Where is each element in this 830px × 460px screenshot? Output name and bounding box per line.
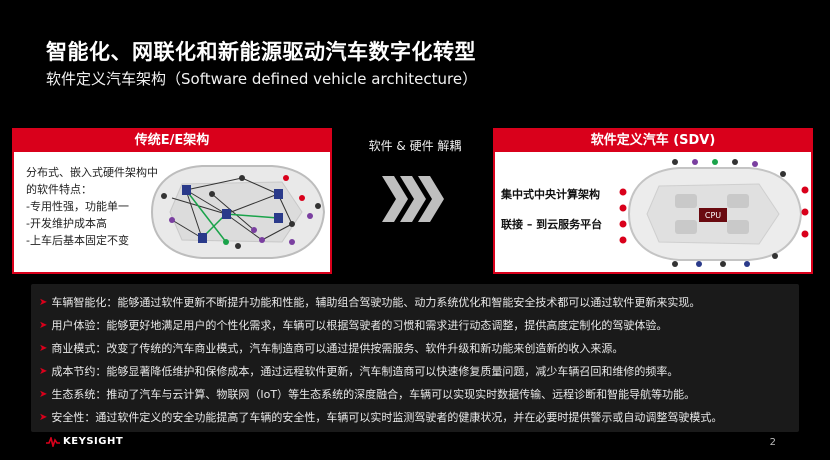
benefit-item: ➤ 用户体验：能够更好地满足用户的个性化需求，车辆可以根据驾驶者的习惯和需求进行… [39, 317, 667, 333]
benefit-text: 生态系统：推动了汽车与云计算、物联网（IoT）等生态系统的深度融合，车辆可以实现… [51, 388, 696, 401]
bullet-arrow-icon: ➤ [39, 388, 48, 400]
benefit-text: 用户体验：能够更好地满足用户的个性化需求，车辆可以根据驾驶者的习惯和需求进行动态… [51, 319, 668, 332]
benefit-text: 安全性：通过软件定义的安全功能提高了车辆的安全性，车辆可以实时监测驾驶者的健康状… [51, 411, 723, 424]
decoupling-label: 软件 & 硬件 解耦 [368, 139, 462, 153]
bullet-arrow-icon: ➤ [39, 342, 48, 354]
page-subtitle: 软件定义汽车架构（Software defined vehicle archit… [46, 70, 478, 88]
benefit-item: ➤ 成本节约：能够显著降低维护和保修成本，通过远程软件更新，汽车制造商可以快速修… [39, 363, 678, 379]
benefit-text: 成本节约：能够显著降低维护和保修成本，通过远程软件更新，汽车制造商可以快速修复质… [51, 365, 679, 378]
benefit-text: 车辆智能化：能够通过软件更新不断提升功能和性能，辅助组合驾驶功能、动力系统优化和… [51, 296, 701, 309]
cpu-label: CPU [705, 211, 721, 220]
keysight-wave-icon [46, 436, 60, 447]
benefit-item: ➤ 商业模式：改变了传统的汽车商业模式，汽车制造商可以通过提供按需服务、软件升级… [39, 340, 623, 356]
left-line-1: 分布式、嵌入式硬件架构中 [26, 166, 158, 179]
benefit-item: ➤ 车辆智能化：能够通过软件更新不断提升功能和性能，辅助组合驾驶功能、动力系统优… [39, 294, 700, 310]
left-line-2: 的软件特点： [26, 183, 92, 196]
bullet-arrow-icon: ➤ [39, 319, 48, 331]
chevron-right-icon [382, 176, 444, 222]
sdv-car-diagram: CPU [619, 159, 809, 267]
benefits-panel: ➤ 车辆智能化：能够通过软件更新不断提升功能和性能，辅助组合驾驶功能、动力系统优… [31, 284, 799, 432]
benefit-text: 商业模式：改变了传统的汽车商业模式，汽车制造商可以通过提供按需服务、软件升级和新… [51, 342, 624, 355]
traditional-ee-card: 传统E/E架构 [12, 128, 332, 274]
sdv-description: 集中式中央计算架构 联接 – 到云服务平台 [501, 180, 602, 240]
traditional-ee-description: 分布式、嵌入式硬件架构中 的软件特点： -专用性强，功能单一 -开发维护成本高 … [26, 164, 158, 249]
page-number: 2 [769, 437, 776, 448]
sdv-card: 软件定义汽车 (SDV) CPU [493, 128, 813, 274]
left-line-5: -上车后基本固定不变 [26, 234, 129, 247]
traditional-ee-title: 传统E/E架构 [14, 130, 330, 152]
bullet-arrow-icon: ➤ [39, 365, 48, 377]
right-line-1: 集中式中央计算架构 [501, 188, 600, 201]
left-line-4: -开发维护成本高 [26, 217, 107, 230]
page-title: 智能化、网联化和新能源驱动汽车数字化转型 [46, 40, 476, 64]
sdv-title: 软件定义汽车 (SDV) [495, 130, 811, 152]
brand-name: KEYSIGHT [63, 436, 124, 447]
benefit-item: ➤ 安全性：通过软件定义的安全功能提高了车辆的安全性，车辆可以实时监测驾驶者的健… [39, 409, 722, 425]
traditional-car-diagram [150, 165, 326, 259]
benefit-item: ➤ 生态系统：推动了汽车与云计算、物联网（IoT）等生态系统的深度融合，车辆可以… [39, 386, 695, 402]
keysight-logo: KEYSIGHT [46, 436, 123, 447]
right-line-2: 联接 – 到云服务平台 [501, 218, 603, 231]
bullet-arrow-icon: ➤ [39, 411, 48, 423]
left-line-3: -专用性强，功能单一 [26, 200, 129, 213]
bullet-arrow-icon: ➤ [39, 296, 48, 308]
